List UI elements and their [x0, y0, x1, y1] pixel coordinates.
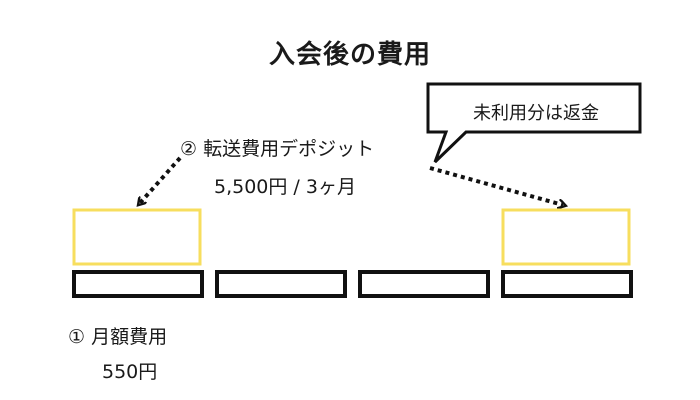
deposit-box-4 [501, 208, 631, 266]
month-box-1 [72, 270, 204, 298]
deposit-arrow-right [429, 166, 563, 205]
deposit-arrow-left [140, 156, 182, 203]
monthly-fee-amount: 550円 [102, 361, 158, 383]
diagram-title: 入会後の費用 [268, 40, 431, 70]
month-box-2 [215, 270, 347, 298]
monthly-fee-label: ① 月額費用 [68, 326, 168, 348]
refund-callout-text: 未利用分は返金 [473, 103, 599, 124]
deposit-amount: 5,500円 / 3ヶ月 [214, 176, 356, 198]
deposit-label: ② 転送費用デポジット [180, 138, 375, 160]
callout-bubble [426, 82, 642, 164]
month-box-4 [501, 270, 633, 298]
deposit-box-1 [72, 208, 202, 266]
month-box-3 [358, 270, 490, 298]
